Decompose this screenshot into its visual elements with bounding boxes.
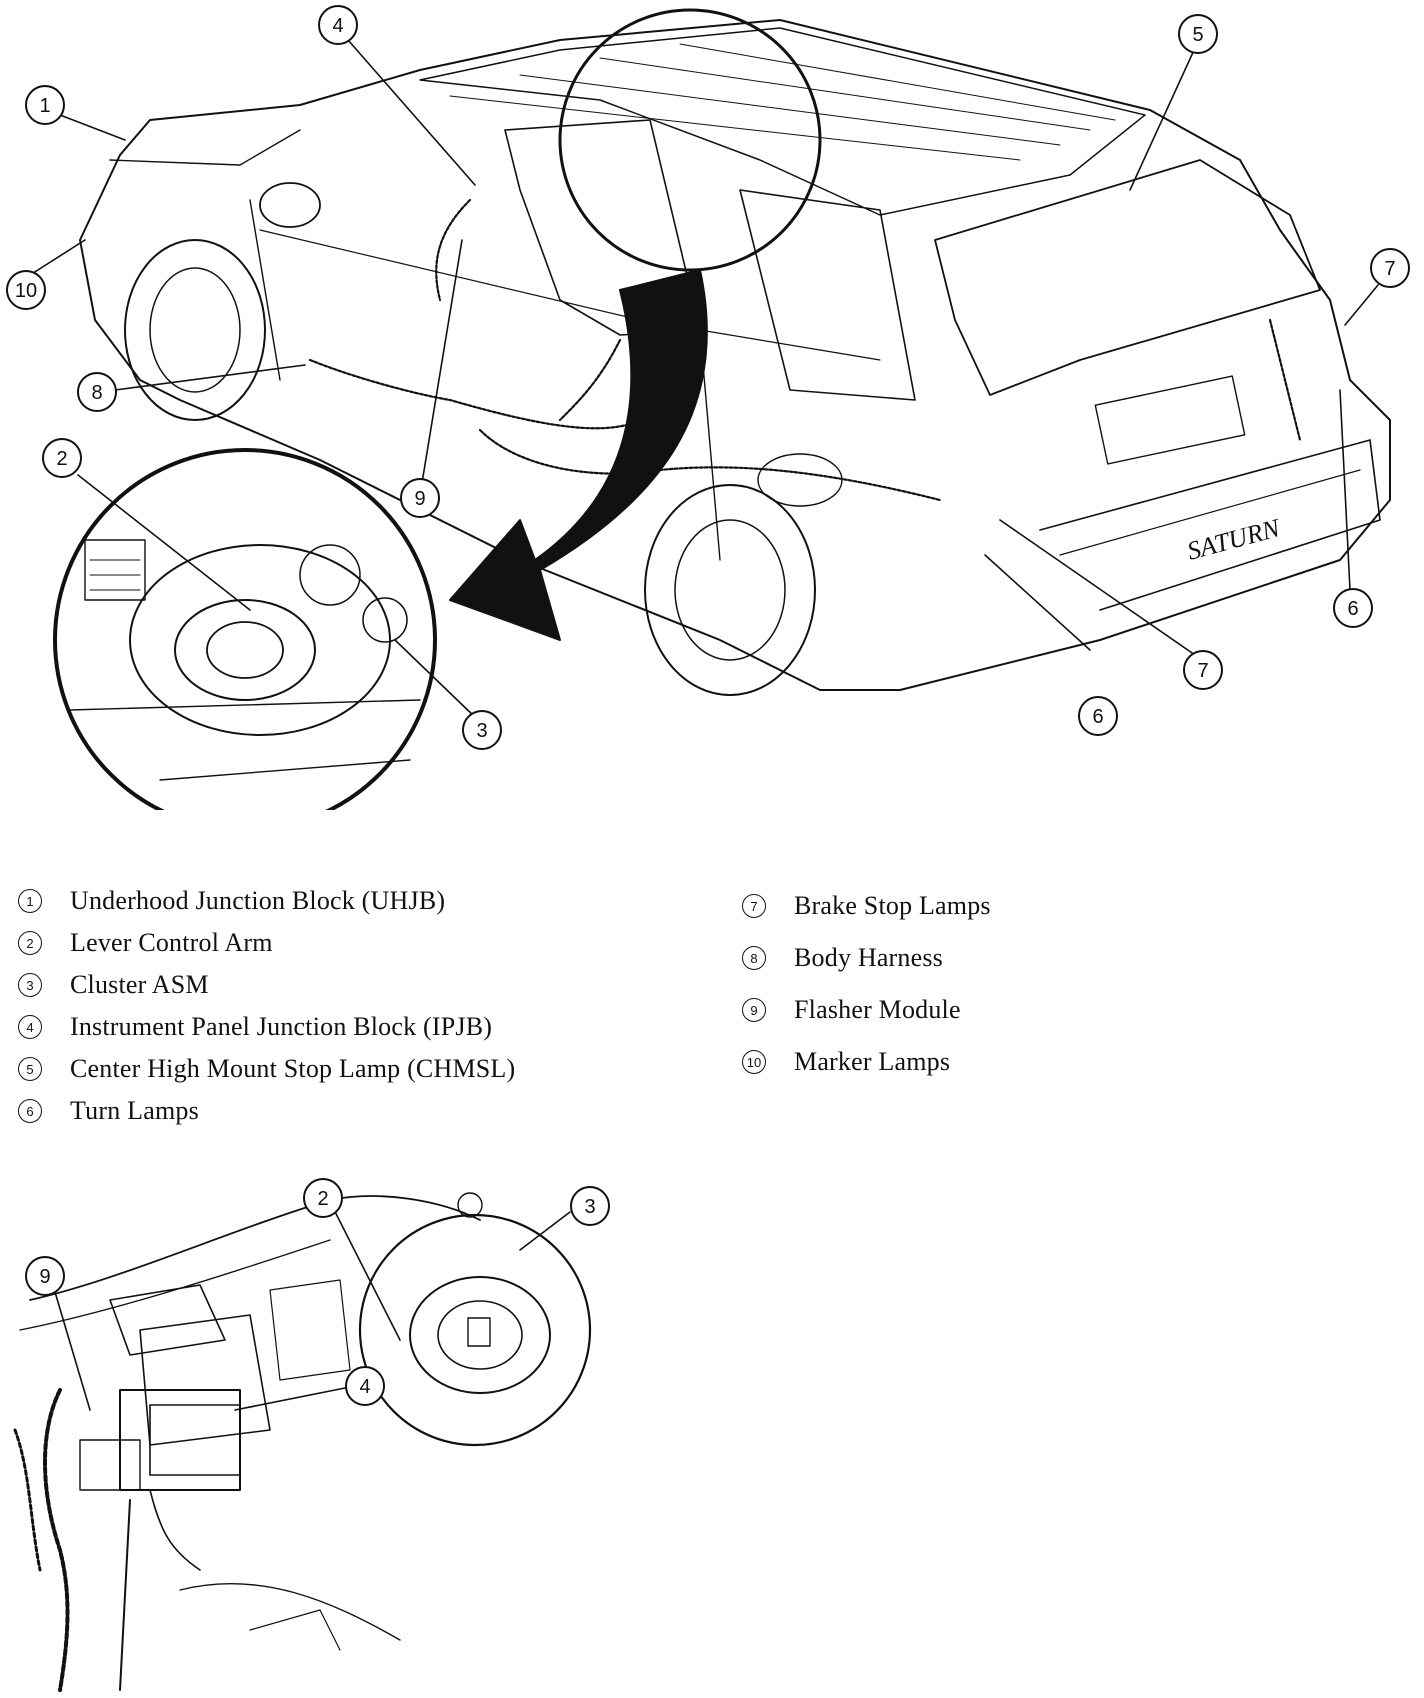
callout-10: 10 — [6, 270, 46, 310]
callout-3: 3 — [570, 1186, 610, 1226]
svg-text:7: 7 — [1384, 258, 1395, 280]
callout-6: 6 — [1078, 696, 1118, 736]
legend-label: Underhood Junction Block (UHJB) — [70, 886, 446, 915]
legend-number: 1 — [18, 889, 42, 913]
steering-wheel — [358, 1192, 592, 1447]
dashboard-outline — [19, 1195, 481, 1651]
rear-wheel — [644, 484, 816, 696]
svg-text:7: 7 — [1197, 660, 1208, 682]
svg-text:3: 3 — [584, 1196, 595, 1218]
legend-number: 5 — [18, 1057, 42, 1081]
svg-text:1: 1 — [39, 95, 50, 117]
svg-text:4: 4 — [359, 1376, 370, 1398]
legend-left-column: 1 Underhood Junction Block (UHJB) 2 Lever … — [18, 880, 515, 1132]
callout-2: 2 — [42, 438, 82, 478]
callout-6: 6 — [1333, 588, 1373, 628]
callout-1: 1 — [25, 85, 65, 125]
detail-magnifier-circle — [558, 8, 822, 272]
legend-item: 7 Brake Stop Lamps — [742, 880, 991, 932]
legend-label: Brake Stop Lamps — [794, 891, 991, 920]
legend-item: 2 Lever Control Arm — [18, 922, 515, 964]
svg-text:3: 3 — [476, 720, 487, 742]
svg-text:10: 10 — [15, 280, 37, 302]
ipjb-harness — [13, 1388, 241, 1692]
legend-item: 8 Body Harness — [742, 932, 991, 984]
callout-4: 4 — [345, 1366, 385, 1406]
svg-text:8: 8 — [91, 382, 102, 404]
svg-text:2: 2 — [56, 448, 67, 470]
callout-7: 7 — [1183, 650, 1223, 690]
instrument-panel-diagram: 2 3 9 4 — [13, 1178, 610, 1692]
legend-item: 5 Center High Mount Stop Lamp (CHMSL) — [18, 1048, 515, 1090]
legend-item: 10 Marker Lamps — [742, 1036, 991, 1088]
legend-label: Center High Mount Stop Lamp (CHMSL) — [70, 1054, 516, 1083]
svg-text:2: 2 — [317, 1188, 328, 1210]
callout-8: 8 — [77, 372, 117, 412]
legend-item: 3 Cluster ASM — [18, 964, 515, 1006]
legend-number: 2 — [18, 931, 42, 955]
callout-3: 3 — [462, 710, 502, 750]
legend-label: Flasher Module — [794, 995, 961, 1024]
legend-number: 4 — [18, 1015, 42, 1039]
callout-leaders — [54, 1191, 571, 1411]
legend-number: 9 — [742, 998, 766, 1022]
legend-item: 9 Flasher Module — [742, 984, 991, 1036]
legend-number: 8 — [742, 946, 766, 970]
legend-label: Marker Lamps — [794, 1047, 951, 1076]
legend-number: 7 — [742, 894, 766, 918]
svg-text:9: 9 — [39, 1266, 50, 1288]
front-wheel — [124, 239, 266, 421]
legend-label: Instrument Panel Junction Block (IPJB) — [70, 1012, 493, 1041]
legend-label: Lever Control Arm — [70, 928, 273, 957]
legend-number: 3 — [18, 973, 42, 997]
svg-text:6: 6 — [1347, 598, 1358, 620]
legend-item: 6 Turn Lamps — [18, 1090, 515, 1132]
legend-item: 1 Underhood Junction Block (UHJB) — [18, 880, 515, 922]
legend-label: Turn Lamps — [70, 1096, 199, 1125]
callout-leaders — [29, 39, 1379, 721]
legend-number: 10 — [742, 1050, 766, 1074]
steering-inset — [53, 448, 437, 810]
car-body — [79, 19, 1391, 691]
callout-5: 5 — [1178, 14, 1218, 54]
callout-9: 9 — [400, 478, 440, 518]
callout-7: 7 — [1370, 248, 1410, 288]
legend-right-column: 7 Brake Stop Lamps 8 Body Harness 9 Flasher… — [742, 880, 991, 1088]
callout-4: 4 — [318, 5, 358, 45]
legend-label: Cluster ASM — [70, 970, 209, 999]
callout-2: 2 — [303, 1178, 343, 1218]
legend-label: Body Harness — [794, 943, 943, 972]
legend-number: 6 — [18, 1099, 42, 1123]
svg-text:9: 9 — [414, 488, 425, 510]
detail-arrow-icon — [449, 269, 708, 641]
vehicle-wiring-diagram: SATURN 1 4 5 7 10 8 2 9 3 6 7 6 — [6, 5, 1410, 810]
legend-item: 4 Instrument Panel Junction Block (IPJB) — [18, 1006, 515, 1048]
svg-text:6: 6 — [1092, 706, 1103, 728]
saturn-badge-text: SATURN — [1184, 513, 1284, 566]
svg-text:4: 4 — [332, 15, 343, 37]
svg-text:5: 5 — [1192, 24, 1203, 46]
callout-9: 9 — [25, 1256, 65, 1296]
